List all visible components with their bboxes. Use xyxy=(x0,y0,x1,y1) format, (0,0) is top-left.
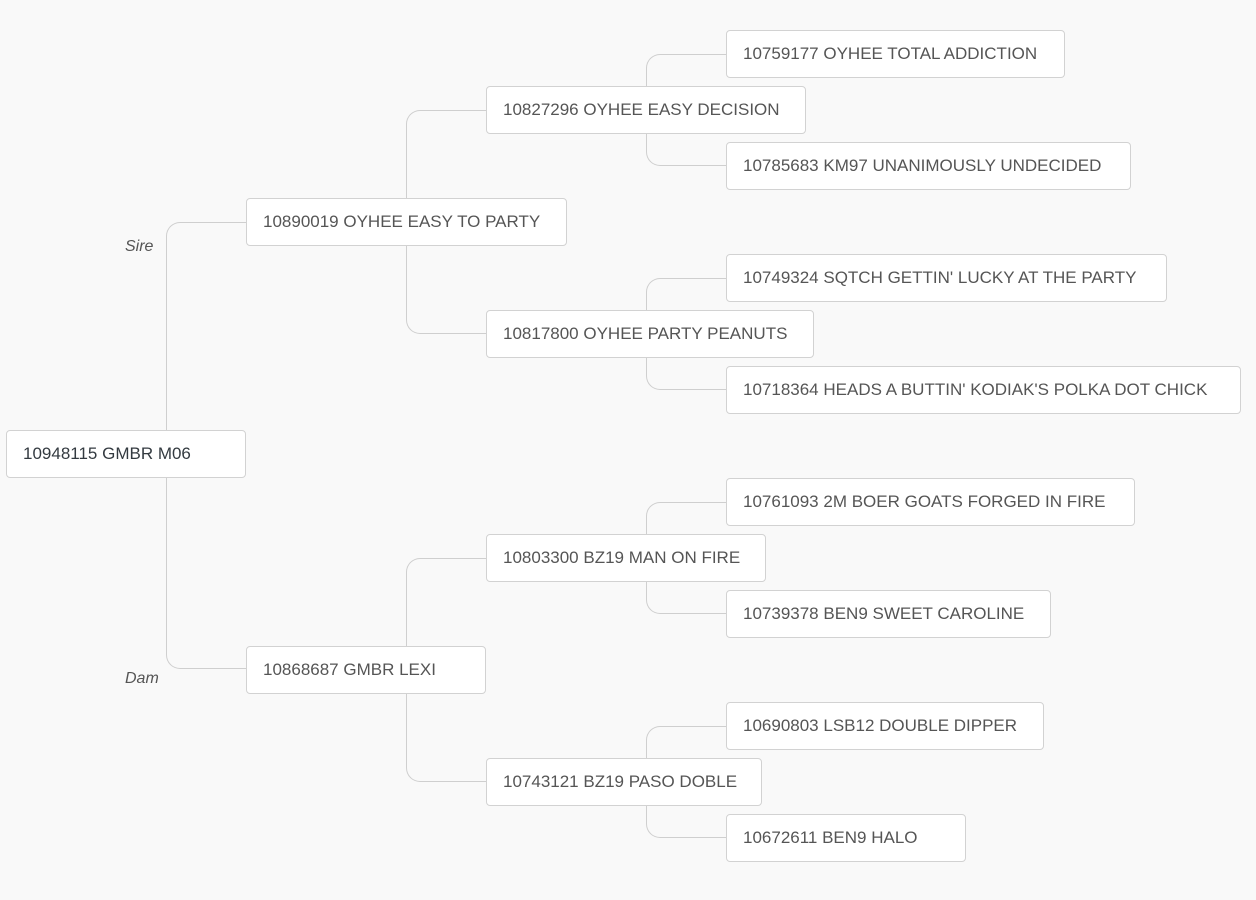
connector-dd-dam xyxy=(646,805,727,838)
connector-ds-sire xyxy=(646,502,727,535)
pedigree-node-dam[interactable]: 10868687 GMBR LEXI xyxy=(246,646,486,694)
pedigree-node-sire-dam-sire[interactable]: 10749324 SQTCH GETTIN' LUCKY AT THE PART… xyxy=(726,254,1167,302)
connector-root-sire xyxy=(166,222,247,432)
pedigree-node-sire-dam[interactable]: 10817800 OYHEE PARTY PEANUTS xyxy=(486,310,814,358)
connector-sd-sire xyxy=(646,278,727,311)
pedigree-node-dam-sire-sire[interactable]: 10761093 2M BOER GOATS FORGED IN FIRE xyxy=(726,478,1135,526)
connector-sire-sire xyxy=(406,110,487,198)
pedigree-node-dam-dam-dam[interactable]: 10672611 BEN9 HALO xyxy=(726,814,966,862)
dam-label: Dam xyxy=(125,670,159,687)
sire-label: Sire xyxy=(125,238,154,255)
connector-root-dam xyxy=(166,477,247,669)
pedigree-node-sire-sire[interactable]: 10827296 OYHEE EASY DECISION xyxy=(486,86,806,134)
connector-dam-dam xyxy=(406,693,487,782)
pedigree-node-dam-dam-sire[interactable]: 10690803 LSB12 DOUBLE DIPPER xyxy=(726,702,1044,750)
pedigree-node-dam-dam[interactable]: 10743121 BZ19 PASO DOBLE xyxy=(486,758,762,806)
connector-ds-dam xyxy=(646,581,727,614)
pedigree-node-sire[interactable]: 10890019 OYHEE EASY TO PARTY xyxy=(246,198,567,246)
connector-sd-dam xyxy=(646,357,727,390)
pedigree-node-sire-dam-dam[interactable]: 10718364 HEADS A BUTTIN' KODIAK'S POLKA … xyxy=(726,366,1241,414)
connector-ss-sire xyxy=(646,54,727,87)
connector-sire-dam xyxy=(406,245,487,334)
pedigree-node-subject[interactable]: 10948115 GMBR M06 xyxy=(6,430,246,478)
connector-dam-sire xyxy=(406,558,487,646)
pedigree-node-sire-sire-dam[interactable]: 10785683 KM97 UNANIMOUSLY UNDECIDED xyxy=(726,142,1131,190)
connector-dd-sire xyxy=(646,726,727,759)
pedigree-node-dam-sire-dam[interactable]: 10739378 BEN9 SWEET CAROLINE xyxy=(726,590,1051,638)
pedigree-node-sire-sire-sire[interactable]: 10759177 OYHEE TOTAL ADDICTION xyxy=(726,30,1065,78)
connector-ss-dam xyxy=(646,133,727,166)
pedigree-node-dam-sire[interactable]: 10803300 BZ19 MAN ON FIRE xyxy=(486,534,766,582)
